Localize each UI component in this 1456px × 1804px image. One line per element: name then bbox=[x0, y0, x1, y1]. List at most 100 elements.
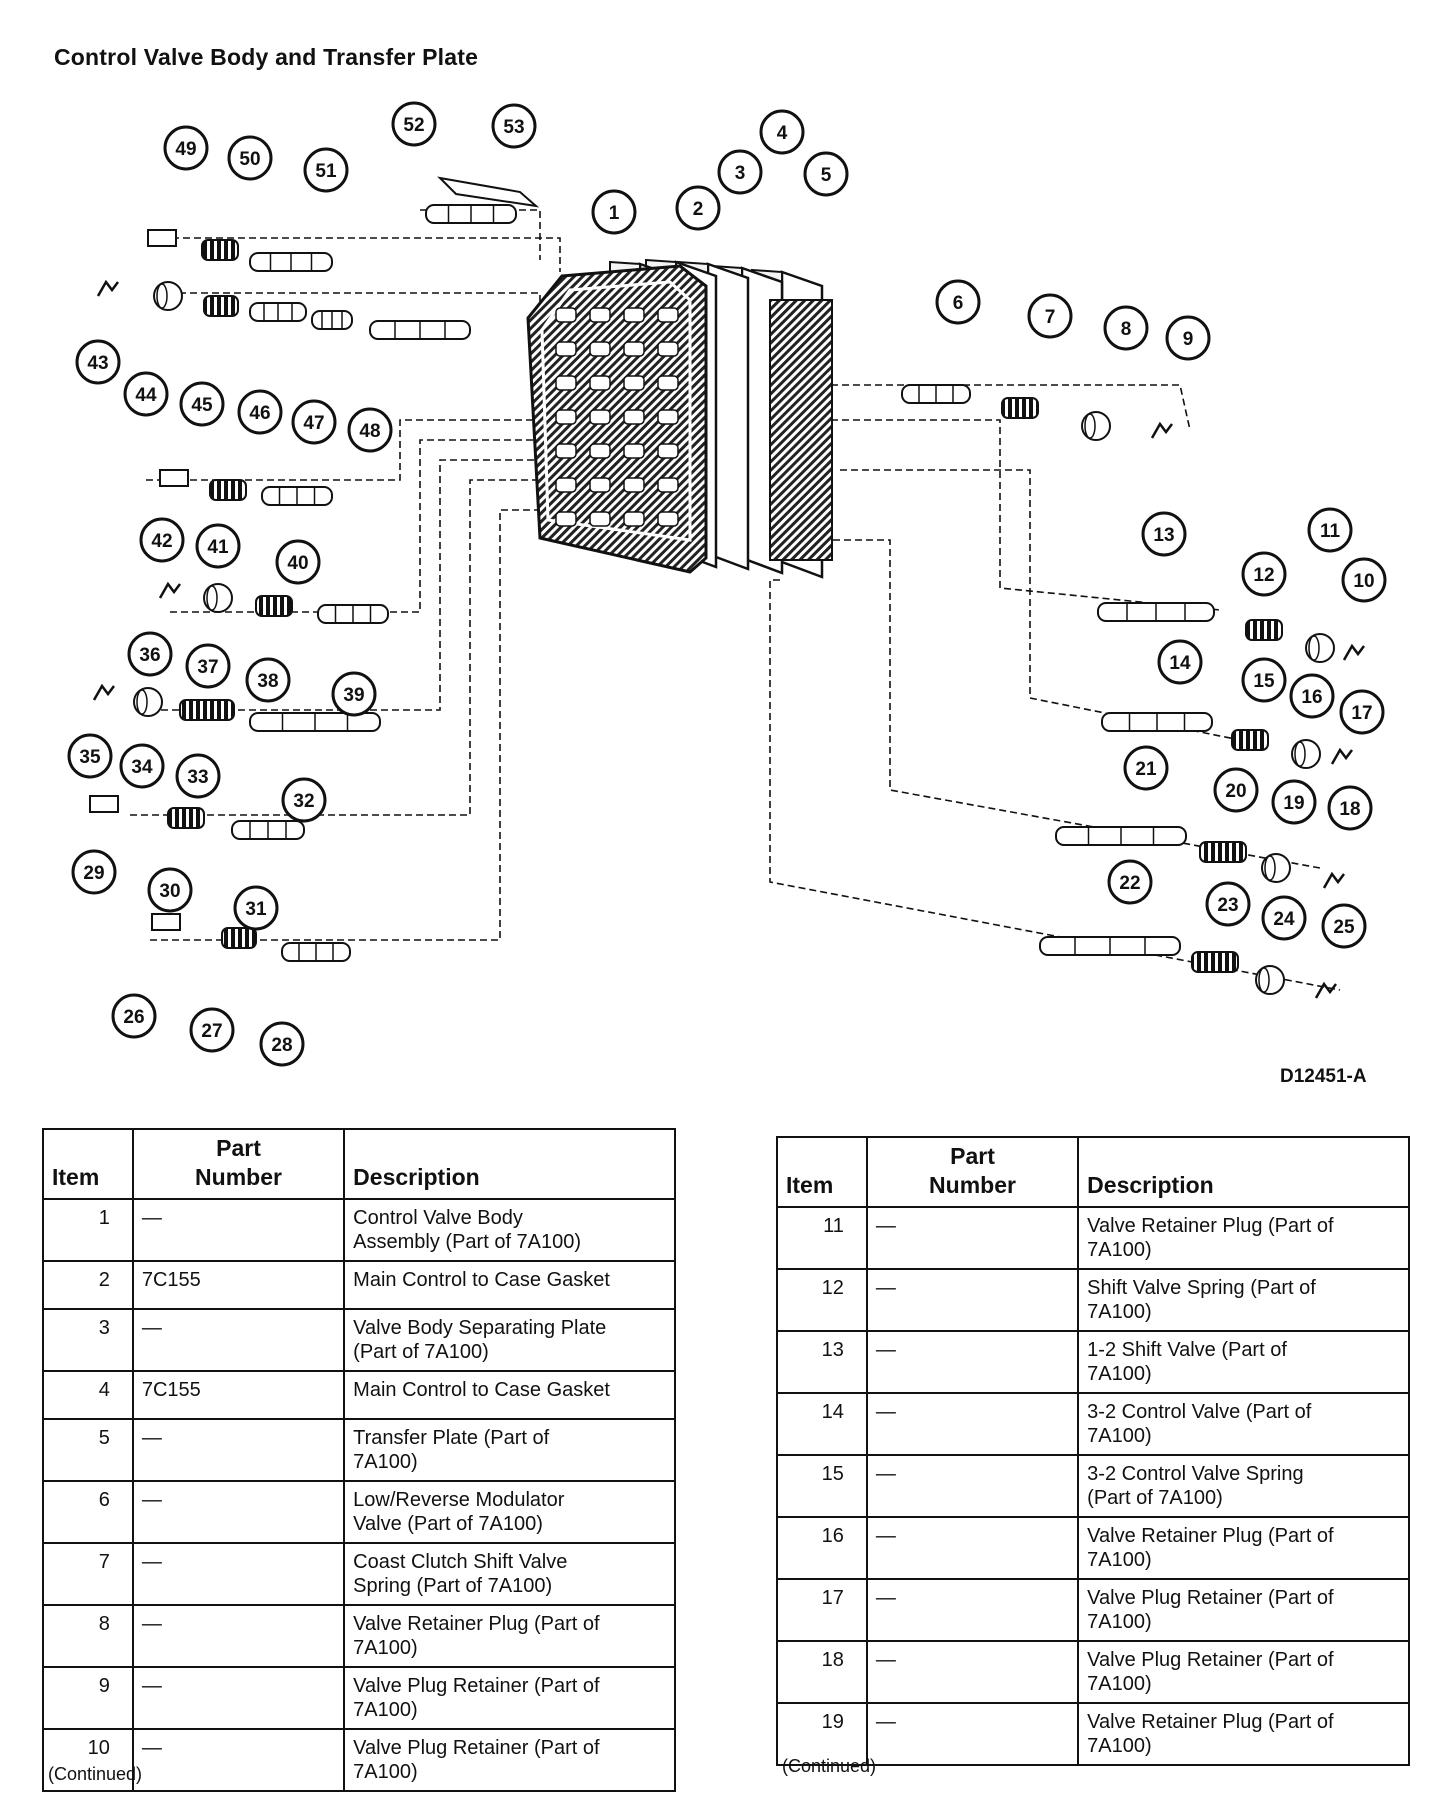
part-number-cell: — bbox=[131, 1480, 346, 1544]
callout-label: 29 bbox=[83, 863, 104, 884]
part-number-cell: — bbox=[131, 1666, 346, 1730]
part-header-line2: Number bbox=[195, 1164, 282, 1190]
callout-label: 42 bbox=[151, 531, 172, 552]
callout-label: 43 bbox=[87, 353, 108, 374]
description-line: Control Valve Body bbox=[353, 1207, 523, 1229]
callout-33: 33 bbox=[175, 753, 221, 799]
callout-41: 41 bbox=[195, 523, 241, 569]
description-line: 7A100) bbox=[1087, 1549, 1152, 1571]
callout-28: 28 bbox=[259, 1021, 305, 1067]
valve-spool bbox=[249, 302, 307, 322]
callout-label: 39 bbox=[343, 685, 364, 706]
callout-label: 33 bbox=[187, 767, 208, 788]
item-cell: 3 bbox=[42, 1308, 134, 1372]
description-line: 3-2 Control Valve Spring bbox=[1087, 1463, 1304, 1485]
description-line: (Part of 7A100) bbox=[353, 1341, 489, 1363]
callout-25: 25 bbox=[1321, 903, 1367, 949]
callout-32: 32 bbox=[281, 777, 327, 823]
item-cell: 4 bbox=[42, 1370, 134, 1420]
callout-label: 2 bbox=[693, 199, 704, 220]
callout-51: 51 bbox=[303, 147, 349, 193]
part-number-cell: 7C155 bbox=[131, 1260, 346, 1310]
description-line: 7A100) bbox=[353, 1637, 418, 1659]
part-number-cell: — bbox=[131, 1418, 346, 1482]
callout-30: 30 bbox=[147, 867, 193, 913]
part-number-cell: — bbox=[131, 1542, 346, 1606]
callout-24: 24 bbox=[1261, 895, 1307, 941]
callout-5: 5 bbox=[803, 151, 849, 197]
callout-12: 12 bbox=[1241, 551, 1287, 597]
callout-2: 2 bbox=[675, 185, 721, 231]
spring bbox=[1191, 951, 1239, 973]
spring bbox=[1199, 841, 1247, 863]
callout-label: 14 bbox=[1169, 653, 1191, 674]
callout-39: 39 bbox=[331, 671, 377, 717]
continued-note-right: (Continued) bbox=[782, 1756, 877, 1776]
callout-label: 44 bbox=[135, 385, 157, 406]
part-number-cell: — bbox=[865, 1392, 1080, 1456]
callout-label: 47 bbox=[303, 413, 324, 434]
callout-label: 7 bbox=[1045, 307, 1056, 328]
spring bbox=[209, 479, 247, 501]
valve-spool bbox=[249, 252, 333, 272]
callout-label: 38 bbox=[257, 671, 278, 692]
callout-34: 34 bbox=[119, 743, 165, 789]
retainer-bracket bbox=[151, 913, 181, 931]
part-number-cell: — bbox=[865, 1578, 1080, 1642]
plug-retainer-clip bbox=[1330, 747, 1353, 765]
callout-label: 17 bbox=[1351, 703, 1372, 724]
description-line: Valve Plug Retainer (Part of bbox=[353, 1737, 600, 1759]
description-cell: Main Control to Case Gasket bbox=[343, 1370, 676, 1420]
callout-label: 50 bbox=[239, 149, 260, 170]
callout-label: 8 bbox=[1121, 319, 1132, 340]
callout-label: 37 bbox=[197, 657, 218, 678]
callout-44: 44 bbox=[123, 371, 169, 417]
spring bbox=[201, 239, 239, 261]
callout-label: 15 bbox=[1253, 671, 1275, 692]
description-line: Transfer Plate (Part of bbox=[353, 1427, 550, 1449]
spring bbox=[167, 807, 205, 829]
item-cell: 1 bbox=[42, 1198, 134, 1262]
callout-43: 43 bbox=[75, 339, 121, 385]
description-cell: Valve Body Separating Plate(Part of 7A10… bbox=[343, 1308, 676, 1372]
item-cell: 5 bbox=[42, 1418, 134, 1482]
callout-3: 3 bbox=[717, 149, 763, 195]
page-title: Control Valve Body and Transfer Plate bbox=[54, 44, 479, 70]
callout-label: 20 bbox=[1225, 781, 1246, 802]
description-header: Description bbox=[1077, 1136, 1410, 1208]
item-header: Item bbox=[42, 1128, 134, 1200]
part-number-cell: — bbox=[865, 1206, 1080, 1270]
callout-label: 11 bbox=[1320, 521, 1341, 542]
valve-spool bbox=[1101, 712, 1213, 732]
callout-label: 51 bbox=[315, 161, 337, 182]
valve-spool bbox=[425, 204, 517, 224]
description-line: 1-2 Shift Valve (Part of bbox=[1087, 1339, 1287, 1361]
description-line: Spring (Part of 7A100) bbox=[353, 1575, 553, 1597]
item-cell: 15 bbox=[776, 1454, 868, 1518]
description-line: Main Control to Case Gasket bbox=[353, 1379, 610, 1401]
retainer-bracket bbox=[147, 229, 177, 247]
description-line: Valve Retainer Plug (Part of bbox=[1087, 1215, 1334, 1237]
callout-27: 27 bbox=[189, 1007, 235, 1053]
callout-label: 25 bbox=[1333, 917, 1355, 938]
description-line: Valve Plug Retainer (Part of bbox=[1087, 1649, 1334, 1671]
part-header-line2: Number bbox=[929, 1172, 1016, 1198]
continued-note-left: (Continued) bbox=[48, 1764, 143, 1784]
valve-spool bbox=[231, 820, 305, 840]
item-cell: 7 bbox=[42, 1542, 134, 1606]
description-line: 7A100) bbox=[1087, 1425, 1152, 1447]
